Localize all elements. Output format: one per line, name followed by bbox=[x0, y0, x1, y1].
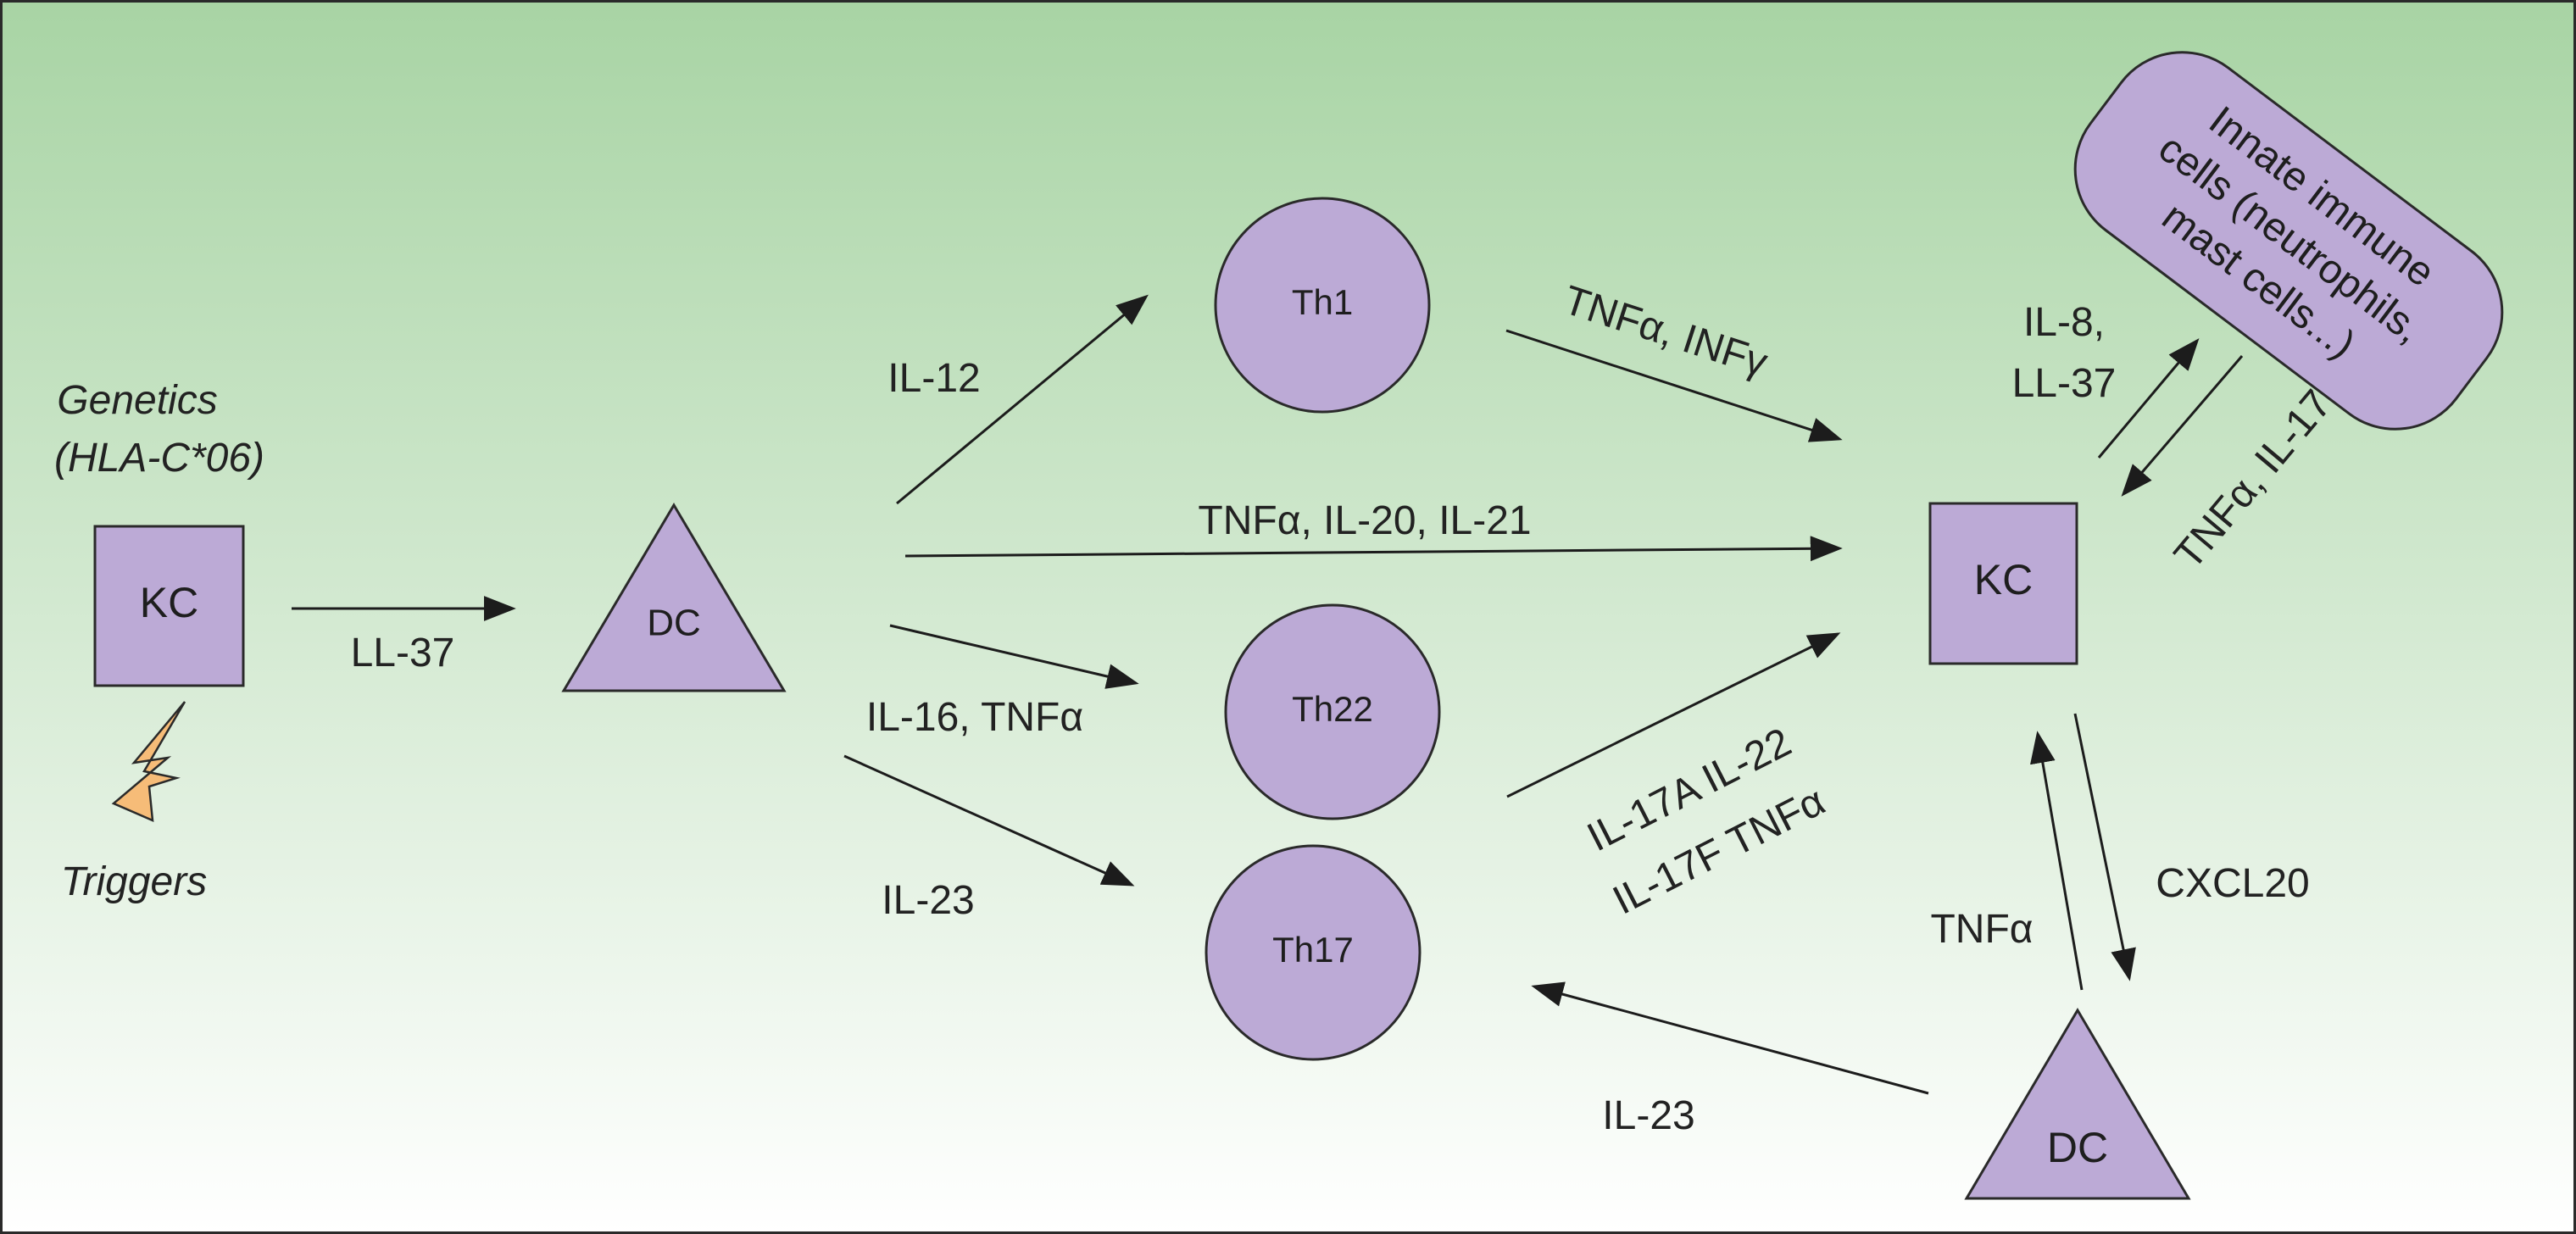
label-ll37-right: LL-37 bbox=[2012, 361, 2117, 406]
keratinocyte-label-right: KC bbox=[1974, 556, 2033, 603]
th17-node bbox=[1205, 844, 1422, 1061]
keratinocyte-label-left: KC bbox=[140, 579, 198, 626]
label-il23-left: IL-23 bbox=[882, 878, 974, 923]
lightning-bolt-icon bbox=[111, 701, 186, 822]
arrow-innate-to-kc bbox=[2121, 355, 2244, 497]
arrow-dc-to-th22 bbox=[889, 624, 1139, 689]
triggers-label: Triggers bbox=[61, 859, 207, 904]
th1-node bbox=[1214, 197, 1431, 414]
innate-immune-cells-node: Innate immune cells (neutrophils, mast c… bbox=[2073, 51, 2504, 431]
genetics-label-line1: Genetics bbox=[57, 378, 217, 423]
arrow-th1-to-kc bbox=[1505, 329, 1843, 442]
label-tnfa-il20-il21: TNFα, IL-20, IL-21 bbox=[1198, 498, 1531, 543]
label-ll37: LL-37 bbox=[351, 631, 455, 675]
arrow-kc-to-dc-right bbox=[2073, 713, 2136, 981]
th1-label: Th1 bbox=[1292, 282, 1353, 322]
label-cxcl20: CXCL20 bbox=[2156, 861, 2309, 906]
keratinocyte-node-right bbox=[1928, 502, 2078, 665]
th22-label: Th22 bbox=[1292, 689, 1373, 729]
arrow-dc-to-kc bbox=[904, 536, 1843, 562]
label-il12: IL-12 bbox=[887, 356, 980, 401]
label-il8: IL-8, bbox=[2023, 300, 2105, 345]
arrow-dc-right-to-kc bbox=[2030, 731, 2084, 991]
dendritic-cell-label-left: DC bbox=[647, 603, 701, 644]
keratinocyte-node-left bbox=[93, 525, 245, 687]
th22-node bbox=[1224, 603, 1441, 820]
arrow-th17-to-kc bbox=[1506, 632, 1841, 798]
arrow-dc-to-th17 bbox=[843, 754, 1135, 887]
dendritic-cell-label-right: DC bbox=[2047, 1124, 2108, 1171]
arrow-dc-to-th1 bbox=[896, 294, 1149, 505]
arrow-kc-to-innate bbox=[2097, 338, 2200, 459]
genetics-label-line2: (HLA-C*06) bbox=[54, 436, 264, 481]
label-il23-bottom: IL-23 bbox=[1602, 1093, 1694, 1138]
label-tnfa-right: TNFα bbox=[1930, 907, 2033, 952]
label-il16-tnfa: IL-16, TNFα bbox=[866, 695, 1083, 740]
dendritic-cell-node-right bbox=[1964, 1008, 2191, 1200]
th17-label: Th17 bbox=[1272, 930, 1354, 970]
arrow-dc-right-to-th17 bbox=[1531, 981, 1929, 1095]
dendritic-cell-node-left bbox=[561, 503, 787, 692]
